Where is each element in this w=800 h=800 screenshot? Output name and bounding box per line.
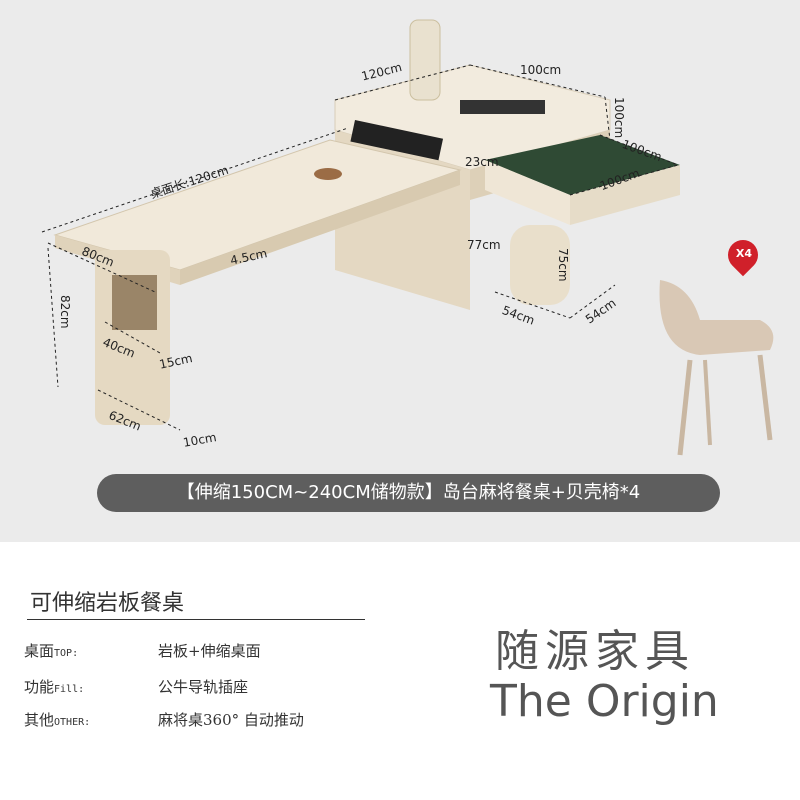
chair-quantity-badge: X4 (735, 247, 753, 260)
dim-top-depth: 100cm (520, 63, 562, 77)
dimension-lines (41, 64, 679, 431)
product-banner: 【伸缩150CM~240CM储物款】岛台麻将餐桌+贝壳椅*4 (97, 474, 720, 512)
product-title: 可伸缩岩板餐桌 (30, 591, 185, 616)
spec-label-other: 其他OTHER: (24, 711, 91, 729)
brand-name-chinese: 随源家具 (495, 626, 695, 677)
furniture-illustration (41, 19, 774, 456)
title-divider (27, 619, 365, 620)
dim-extension-gap: 23cm (465, 155, 499, 169)
brand-name-english: The Origin (490, 676, 719, 727)
spec-value-other: 麻将桌360° 自动推动 (158, 711, 304, 729)
mahjong-table (485, 135, 680, 305)
spec-value-function: 公牛导轨插座 (158, 678, 249, 696)
dim-side-height: 100cm (612, 97, 626, 139)
spec-value-top: 岩板+伸缩桌面 (158, 642, 261, 660)
dim-mahjong-height: 75cm (556, 248, 570, 282)
spec-label-function: 功能Fill: (24, 678, 85, 696)
spec-label-top: 桌面TOP: (24, 642, 79, 660)
dim-cabinet-height: 77cm (467, 238, 501, 252)
chair (659, 280, 774, 456)
dim-height: 82cm (58, 295, 72, 329)
